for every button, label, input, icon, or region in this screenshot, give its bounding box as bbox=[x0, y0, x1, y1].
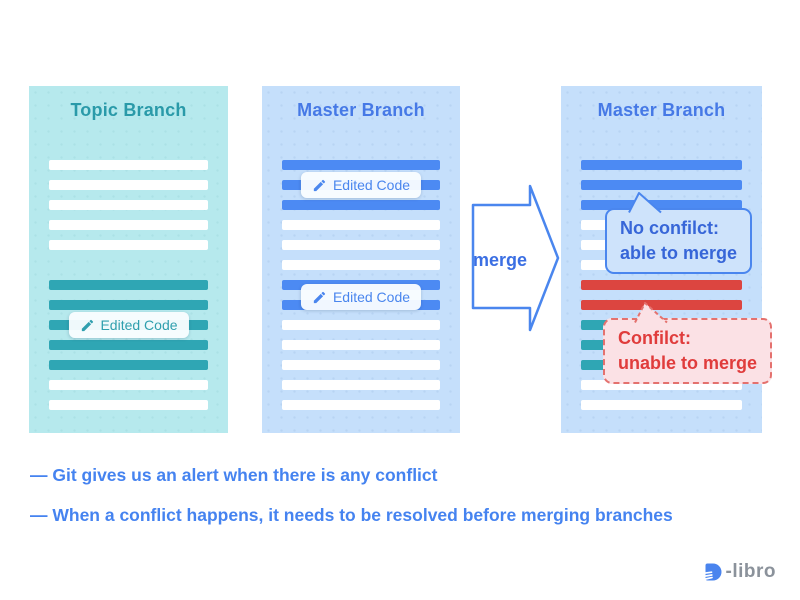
no-conflict-line2: able to merge bbox=[620, 242, 738, 263]
code-line-red bbox=[581, 300, 742, 310]
row-gap bbox=[49, 260, 208, 270]
edited-code-label: Edited Code bbox=[332, 177, 411, 193]
notes: — Git gives us an alert when there is an… bbox=[30, 464, 673, 544]
code-line-white bbox=[49, 240, 208, 250]
conflict-line2: unable to merge bbox=[618, 352, 758, 373]
code-line-white bbox=[49, 400, 208, 410]
code-line-blue bbox=[581, 200, 742, 210]
code-line-blue bbox=[282, 160, 440, 170]
code-line-white bbox=[49, 220, 208, 230]
code-line-teal bbox=[49, 360, 208, 370]
panel-title-topic: Topic Branch bbox=[70, 100, 187, 120]
note-conflict-resolve: — When a conflict happens, it needs to b… bbox=[30, 505, 673, 525]
pencil-icon bbox=[313, 179, 326, 191]
callout-tail-icon bbox=[634, 302, 668, 324]
code-line-white bbox=[282, 240, 440, 250]
no-conflict-line1: No confilct: bbox=[620, 218, 719, 238]
note-conflict-alert: — Git gives us an alert when there is an… bbox=[30, 465, 438, 485]
code-lines-topic: Edited Code bbox=[49, 160, 208, 420]
code-line-white bbox=[49, 160, 208, 170]
conflict-callout: Confilct: unable to merge bbox=[603, 302, 773, 384]
panel-title-master-before: Master Branch bbox=[297, 100, 425, 120]
code-line-blue bbox=[581, 180, 742, 190]
no-conflict-callout: No confilct: able to merge bbox=[605, 192, 753, 274]
code-line-white bbox=[282, 260, 440, 270]
panel-title-master-after: Master Branch bbox=[597, 100, 726, 120]
code-line-white bbox=[282, 360, 440, 370]
code-line-white bbox=[282, 380, 440, 390]
code-line-blue bbox=[282, 200, 440, 210]
code-line-blue bbox=[581, 160, 742, 170]
merge-label: merge bbox=[472, 250, 528, 270]
edited-code-label: Edited Code bbox=[332, 289, 411, 305]
callout-tail-icon bbox=[628, 192, 662, 214]
code-line-white bbox=[282, 340, 440, 350]
code-line-white bbox=[49, 200, 208, 210]
logo-text: -libro bbox=[725, 561, 776, 582]
dlibro-logo: -libro bbox=[703, 561, 777, 583]
code-line-teal bbox=[49, 300, 208, 310]
edited-code-badge: Edited Code bbox=[300, 284, 422, 310]
code-line-teal bbox=[49, 280, 208, 290]
topic-branch-panel: Topic Branch Edited Code bbox=[29, 86, 228, 433]
edited-code-badge: Edited Code bbox=[300, 172, 422, 198]
edited-code-label: Edited Code bbox=[100, 317, 178, 333]
code-lines-master-before: Edited Code Edited Code bbox=[282, 160, 440, 420]
pencil-icon bbox=[313, 291, 326, 303]
code-line-white bbox=[49, 180, 208, 190]
code-line-red bbox=[581, 280, 742, 290]
code-line-teal bbox=[49, 340, 208, 350]
merge-arrow-icon bbox=[471, 184, 560, 332]
edited-code-badge: Edited Code bbox=[68, 312, 189, 338]
code-line-white bbox=[282, 400, 440, 410]
code-line-white bbox=[282, 220, 440, 230]
conflict-line1: Confilct: bbox=[618, 328, 691, 348]
code-line-white bbox=[49, 380, 208, 390]
master-branch-before-panel: Master Branch Edited Code Edited Code bbox=[262, 86, 460, 433]
logo-d-icon bbox=[703, 563, 721, 581]
pencil-icon bbox=[81, 319, 93, 331]
code-line-white bbox=[581, 400, 742, 410]
code-line-white bbox=[282, 320, 440, 330]
code-line-white bbox=[581, 380, 742, 390]
